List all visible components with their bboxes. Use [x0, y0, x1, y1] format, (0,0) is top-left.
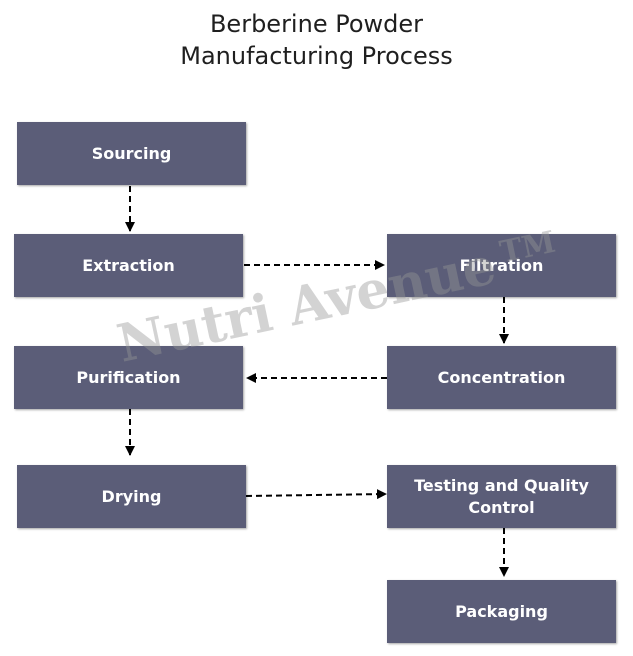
- step-purification-label: Purification: [76, 367, 181, 387]
- arrow-drying-to-testing: [245, 489, 387, 500]
- step-testing-quality-control: Testing and Quality Control: [387, 465, 616, 528]
- step-testing-label: Testing and Quality Control: [414, 475, 589, 517]
- step-filtration-label: Filtration: [459, 255, 544, 275]
- step-purification: Purification: [14, 346, 243, 409]
- title-line-2: Manufacturing Process: [180, 42, 453, 70]
- step-extraction: Extraction: [14, 234, 243, 297]
- step-concentration: Concentration: [387, 346, 616, 409]
- diagram-title: Berberine Powder Manufacturing Process: [0, 8, 633, 72]
- step-drying: Drying: [17, 465, 246, 528]
- title-line-1: Berberine Powder: [209, 10, 424, 38]
- step-packaging-label: Packaging: [455, 601, 548, 621]
- step-extraction-label: Extraction: [82, 255, 175, 275]
- step-packaging: Packaging: [387, 580, 616, 643]
- step-sourcing-label: Sourcing: [91, 143, 172, 163]
- step-drying-label: Drying: [101, 486, 162, 506]
- step-filtration: Filtration: [387, 234, 616, 297]
- step-sourcing: Sourcing: [17, 122, 246, 185]
- step-concentration-label: Concentration: [437, 367, 566, 387]
